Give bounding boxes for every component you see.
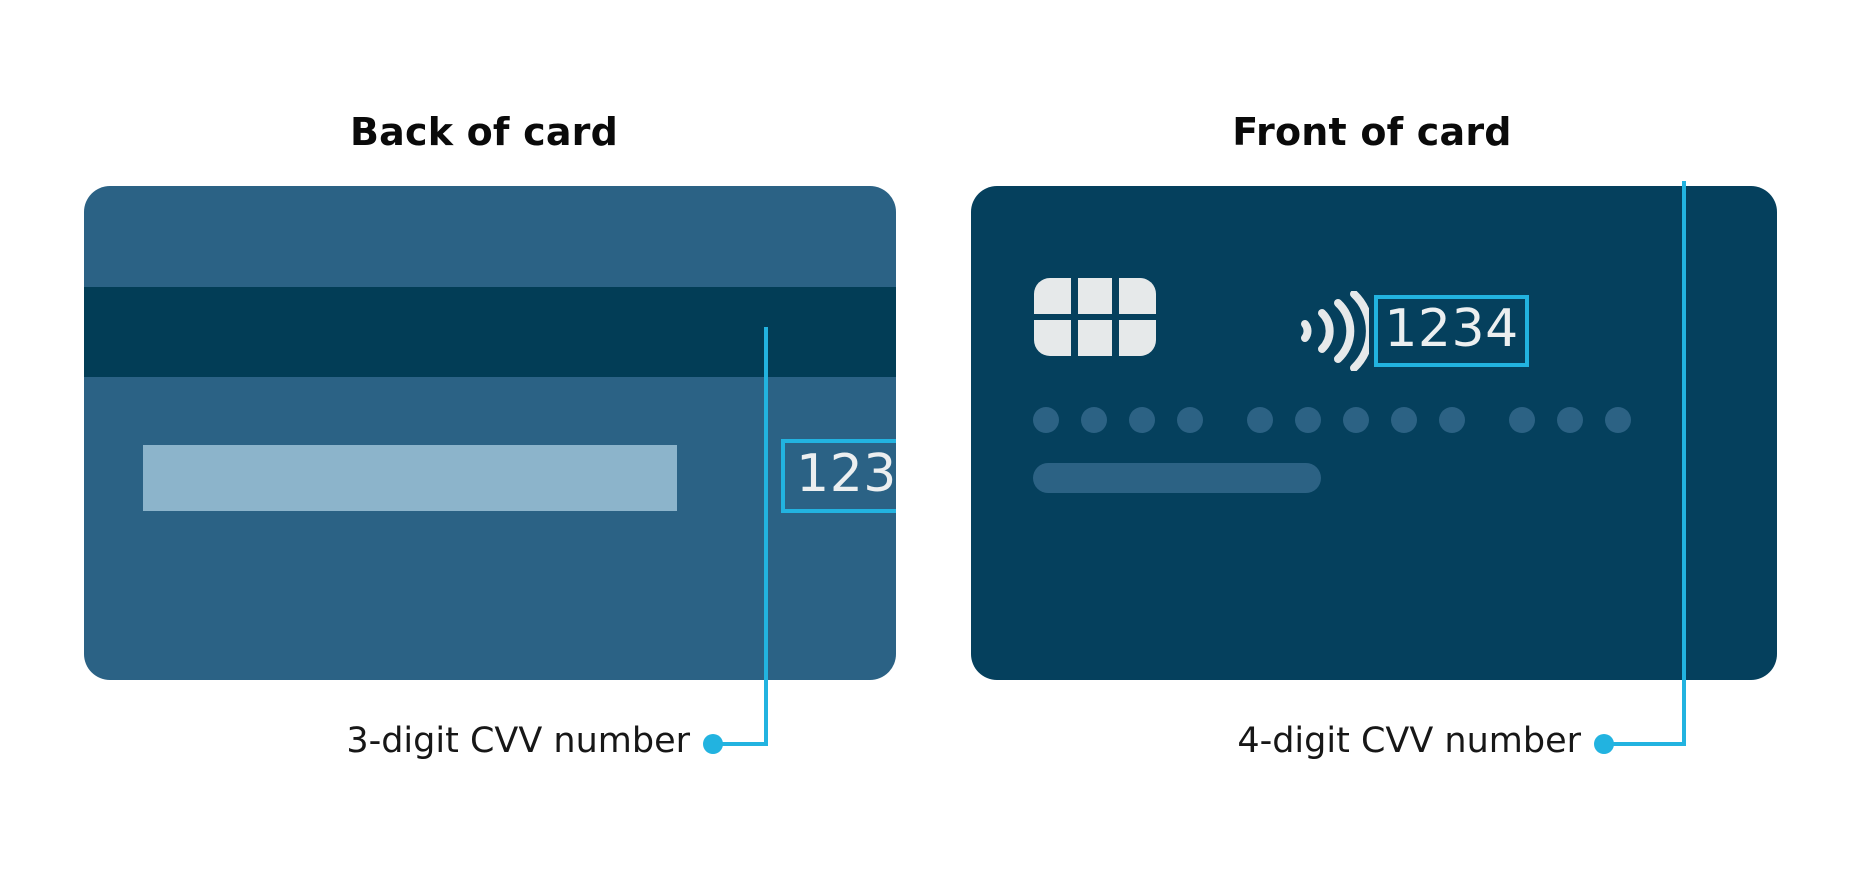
card-number-dot (1177, 407, 1203, 433)
callout-label-back: 3-digit CVV number (346, 721, 690, 761)
card-number-dot (1509, 407, 1535, 433)
card-number-dot (1129, 407, 1155, 433)
signature-strip (143, 445, 677, 511)
card-number-dot (1247, 407, 1273, 433)
credit-card-back: 123 (84, 186, 896, 680)
card-number-dot (1605, 407, 1631, 433)
card-number-dot (1033, 407, 1059, 433)
cardholder-name-bar (1033, 463, 1321, 493)
card-number-group (1509, 407, 1631, 433)
callout-label-front: 4-digit CVV number (1237, 721, 1581, 761)
contactless-payment-icon (1297, 290, 1374, 372)
magnetic-stripe (84, 287, 896, 377)
card-number-dot (1295, 407, 1321, 433)
card-number-dot (1343, 407, 1369, 433)
card-number-dot (1557, 407, 1583, 433)
cvv-value-back: 123 (796, 444, 896, 504)
cvv-highlight-box-front: 1234 (1374, 295, 1529, 367)
page-title-back-of-card: Back of card (349, 110, 619, 154)
emv-chip-icon (1034, 278, 1156, 356)
callout-leader-horizontal-back (713, 742, 768, 746)
card-number-dots (1033, 407, 1631, 433)
card-number-dot (1439, 407, 1465, 433)
chip-divider-horizontal (1034, 314, 1156, 320)
callout-leader-horizontal-front (1604, 742, 1686, 746)
callout-leader-vertical-front (1682, 181, 1686, 744)
credit-card-front: 1234 (971, 186, 1777, 680)
card-number-dot (1391, 407, 1417, 433)
card-number-group (1033, 407, 1203, 433)
cvv-highlight-box-back: 123 (781, 439, 896, 513)
card-number-group (1247, 407, 1465, 433)
callout-leader-vertical-back (764, 327, 768, 744)
cvv-value-front: 1234 (1384, 299, 1519, 359)
card-number-dot (1081, 407, 1107, 433)
page-title-front-of-card: Front of card (1232, 110, 1512, 154)
